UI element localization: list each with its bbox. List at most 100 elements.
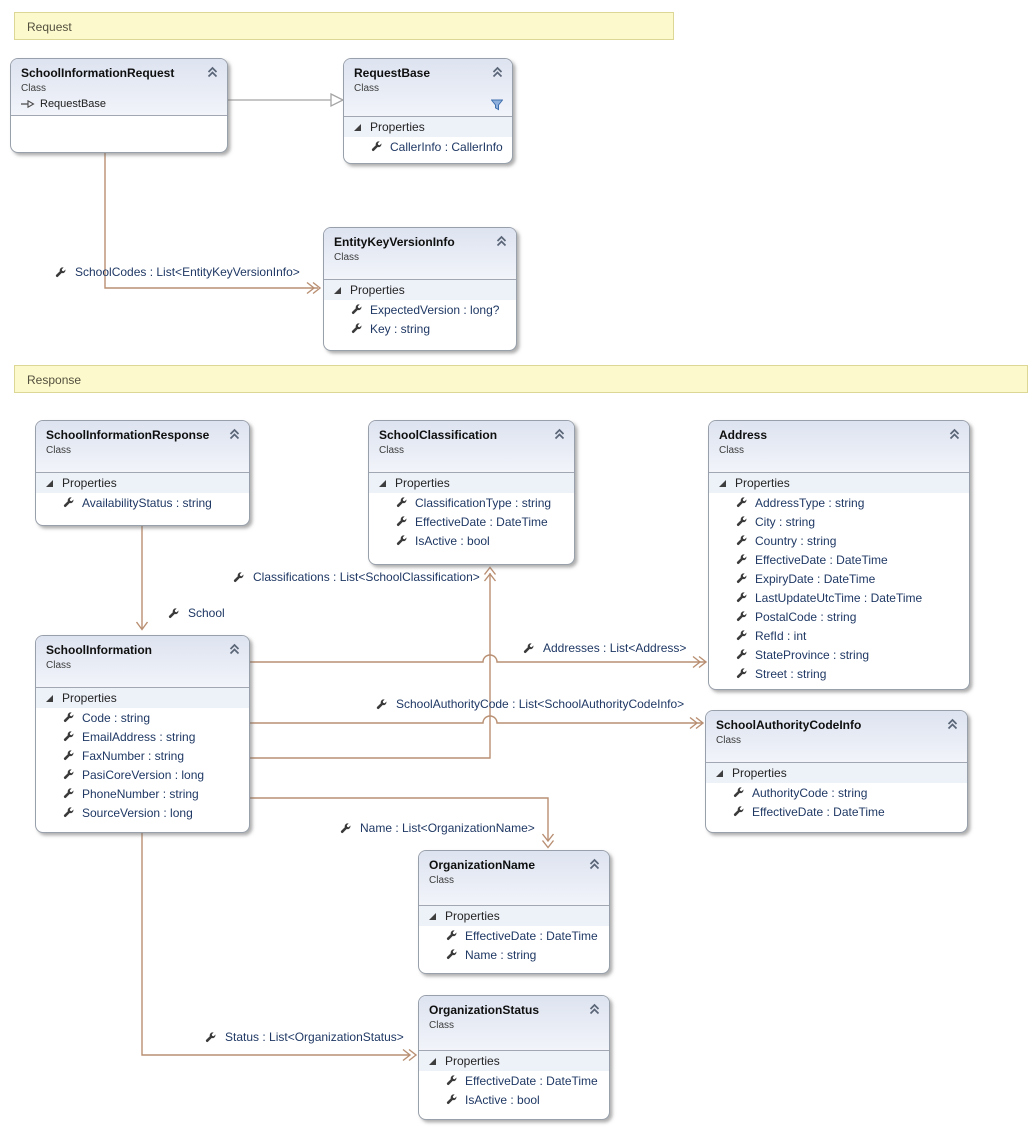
property-row[interactable]: Key : string — [324, 319, 516, 338]
wrench-icon — [736, 573, 747, 584]
properties-section-header[interactable]: Properties — [324, 280, 516, 300]
property-row[interactable]: AuthorityCode : string — [706, 783, 967, 802]
expander-icon — [719, 479, 726, 487]
property-row[interactable]: CallerInfo : CallerInfo — [344, 137, 512, 156]
collapse-icon[interactable] — [946, 718, 959, 731]
connector-label-schoolauthoritycode[interactable]: SchoolAuthorityCode : List<SchoolAuthori… — [376, 697, 684, 711]
property-row[interactable]: Street : string — [709, 664, 969, 683]
property-row[interactable]: Country : string — [709, 531, 969, 550]
class-schoolinformationrequest[interactable]: SchoolInformationRequest Class RequestBa… — [10, 58, 228, 153]
property-text: AddressType : string — [755, 495, 865, 510]
property-row[interactable]: RefId : int — [709, 626, 969, 645]
connector-label-name[interactable]: Name : List<OrganizationName> — [340, 821, 535, 835]
expander-icon — [429, 912, 436, 920]
property-row[interactable]: StateProvince : string — [709, 645, 969, 664]
class-stereotype: Class — [21, 83, 47, 94]
property-row[interactable]: PasiCoreVersion : long — [36, 765, 249, 784]
group-request[interactable]: Request — [14, 12, 674, 40]
property-row[interactable]: AvailabilityStatus : string — [36, 493, 249, 512]
properties-section-header[interactable]: Properties — [36, 473, 249, 493]
class-title: Address — [719, 428, 768, 442]
property-row[interactable]: EffectiveDate : DateTime — [709, 550, 969, 569]
property-row[interactable]: PhoneNumber : string — [36, 784, 249, 803]
property-list: AddressType : string City : string Count… — [709, 493, 969, 683]
class-schoolauthoritycodeinfo[interactable]: SchoolAuthorityCodeInfo Class Properties… — [705, 710, 968, 833]
property-text: ExpiryDate : DateTime — [755, 571, 876, 586]
wrench-icon — [168, 607, 179, 619]
collapse-icon[interactable] — [228, 643, 241, 656]
wrench-icon — [736, 497, 747, 508]
property-row[interactable]: FaxNumber : string — [36, 746, 249, 765]
wrench-icon — [205, 1031, 216, 1043]
filter-icon[interactable] — [490, 99, 504, 111]
property-text: PasiCoreVersion : long — [82, 767, 205, 782]
property-row[interactable]: ExpectedVersion : long? — [324, 300, 516, 319]
collapse-icon[interactable] — [948, 428, 961, 441]
property-row[interactable]: Code : string — [36, 708, 249, 727]
property-row[interactable]: IsActive : bool — [369, 531, 574, 550]
collapse-icon[interactable] — [553, 428, 566, 441]
properties-section-header[interactable]: Properties — [369, 473, 574, 493]
class-organizationname[interactable]: OrganizationName Class Properties Effect… — [418, 850, 610, 974]
property-text: Name : string — [465, 947, 537, 962]
property-row[interactable]: EffectiveDate : DateTime — [369, 512, 574, 531]
connector-label-school[interactable]: School — [168, 606, 225, 620]
collapse-icon[interactable] — [228, 428, 241, 441]
wrench-icon — [733, 787, 744, 798]
class-schoolinformation[interactable]: SchoolInformation Class Properties Code … — [35, 635, 250, 833]
property-row[interactable]: LastUpdateUtcTime : DateTime — [709, 588, 969, 607]
collapse-icon[interactable] — [588, 858, 601, 871]
collapse-icon[interactable] — [206, 66, 219, 79]
class-stereotype: Class — [46, 660, 72, 671]
properties-section-header[interactable]: Properties — [419, 1051, 609, 1071]
class-schoolinformationresponse[interactable]: SchoolInformationResponse Class Properti… — [35, 420, 250, 526]
property-row[interactable]: EffectiveDate : DateTime — [419, 1071, 609, 1090]
property-list: Code : string EmailAddress : string FaxN… — [36, 708, 249, 822]
property-text: Key : string — [370, 321, 431, 336]
property-row[interactable]: EffectiveDate : DateTime — [419, 926, 609, 945]
connector-label-classifications[interactable]: Classifications : List<SchoolClassificat… — [233, 570, 480, 584]
inheritance-connector — [228, 92, 345, 108]
property-row[interactable]: Name : string — [419, 945, 609, 964]
property-text: EffectiveDate : DateTime — [465, 928, 598, 943]
class-organizationstatus[interactable]: OrganizationStatus Class Properties Effe… — [418, 995, 610, 1120]
class-schoolclassification[interactable]: SchoolClassification Class Properties Cl… — [368, 420, 575, 565]
properties-section-header[interactable]: Properties — [709, 473, 969, 493]
property-row[interactable]: ClassificationType : string — [369, 493, 574, 512]
wrench-icon — [63, 750, 74, 761]
properties-section-header[interactable]: Properties — [706, 763, 967, 783]
class-address[interactable]: Address Class Properties AddressType : s… — [708, 420, 970, 690]
class-requestbase[interactable]: RequestBase Class Properties CallerInfo … — [343, 58, 513, 164]
class-entitykeyversioninfo[interactable]: EntityKeyVersionInfo Class Properties Ex… — [323, 227, 517, 351]
collapse-icon[interactable] — [495, 235, 508, 248]
collapse-icon[interactable] — [491, 66, 504, 79]
property-row[interactable]: EmailAddress : string — [36, 727, 249, 746]
property-list: EffectiveDate : DateTime IsActive : bool — [419, 1071, 609, 1109]
property-row[interactable]: City : string — [709, 512, 969, 531]
connector-label-addresses[interactable]: Addresses : List<Address> — [523, 641, 686, 655]
property-row[interactable]: EffectiveDate : DateTime — [706, 802, 967, 821]
properties-section-header[interactable]: Properties — [344, 117, 512, 137]
expander-icon — [334, 286, 341, 294]
properties-section-header[interactable]: Properties — [36, 688, 249, 708]
class-stereotype: Class — [334, 252, 360, 263]
wrench-icon — [351, 304, 362, 315]
connector-label-status[interactable]: Status : List<OrganizationStatus> — [205, 1030, 404, 1044]
class-title: OrganizationStatus — [429, 1003, 540, 1017]
connector-label-schoolcodes[interactable]: SchoolCodes : List<EntityKeyVersionInfo> — [55, 265, 300, 279]
wrench-icon — [396, 497, 407, 508]
wrench-icon — [55, 266, 66, 278]
group-label: Request — [27, 20, 72, 34]
group-response[interactable]: Response — [14, 365, 1028, 393]
collapse-icon[interactable] — [588, 1003, 601, 1016]
wrench-icon — [63, 769, 74, 780]
property-row[interactable]: ExpiryDate : DateTime — [709, 569, 969, 588]
class-stereotype: Class — [354, 83, 380, 94]
property-row[interactable]: PostalCode : string — [709, 607, 969, 626]
class-title: RequestBase — [354, 66, 431, 80]
property-row[interactable]: SourceVersion : long — [36, 803, 249, 822]
property-row[interactable]: IsActive : bool — [419, 1090, 609, 1109]
properties-section-header[interactable]: Properties — [419, 906, 609, 926]
property-row[interactable]: AddressType : string — [709, 493, 969, 512]
